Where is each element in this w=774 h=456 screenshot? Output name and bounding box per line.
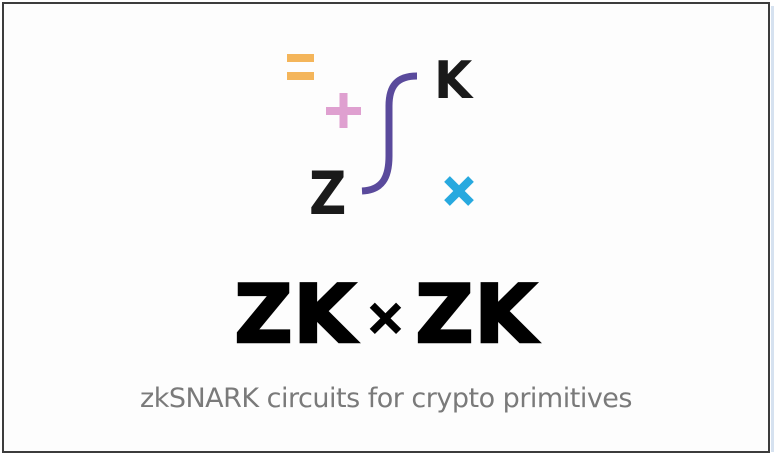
title-right: ZK bbox=[414, 268, 538, 361]
zk-logo: K Z bbox=[4, 4, 768, 451]
window-edge-strip bbox=[771, 6, 774, 452]
subtitle: zkSNARK circuits for crypto primitives bbox=[140, 383, 632, 414]
title-times-icon: × bbox=[364, 287, 408, 347]
page-title: ZK×ZK bbox=[4, 273, 768, 357]
integral-icon bbox=[361, 72, 418, 195]
title-left: ZK bbox=[233, 268, 357, 361]
times-icon bbox=[444, 176, 474, 206]
plus-icon bbox=[326, 93, 361, 128]
logo-letter-k: K bbox=[434, 51, 473, 111]
equals-icon bbox=[287, 54, 314, 80]
logo-letter-z: Z bbox=[309, 159, 347, 229]
